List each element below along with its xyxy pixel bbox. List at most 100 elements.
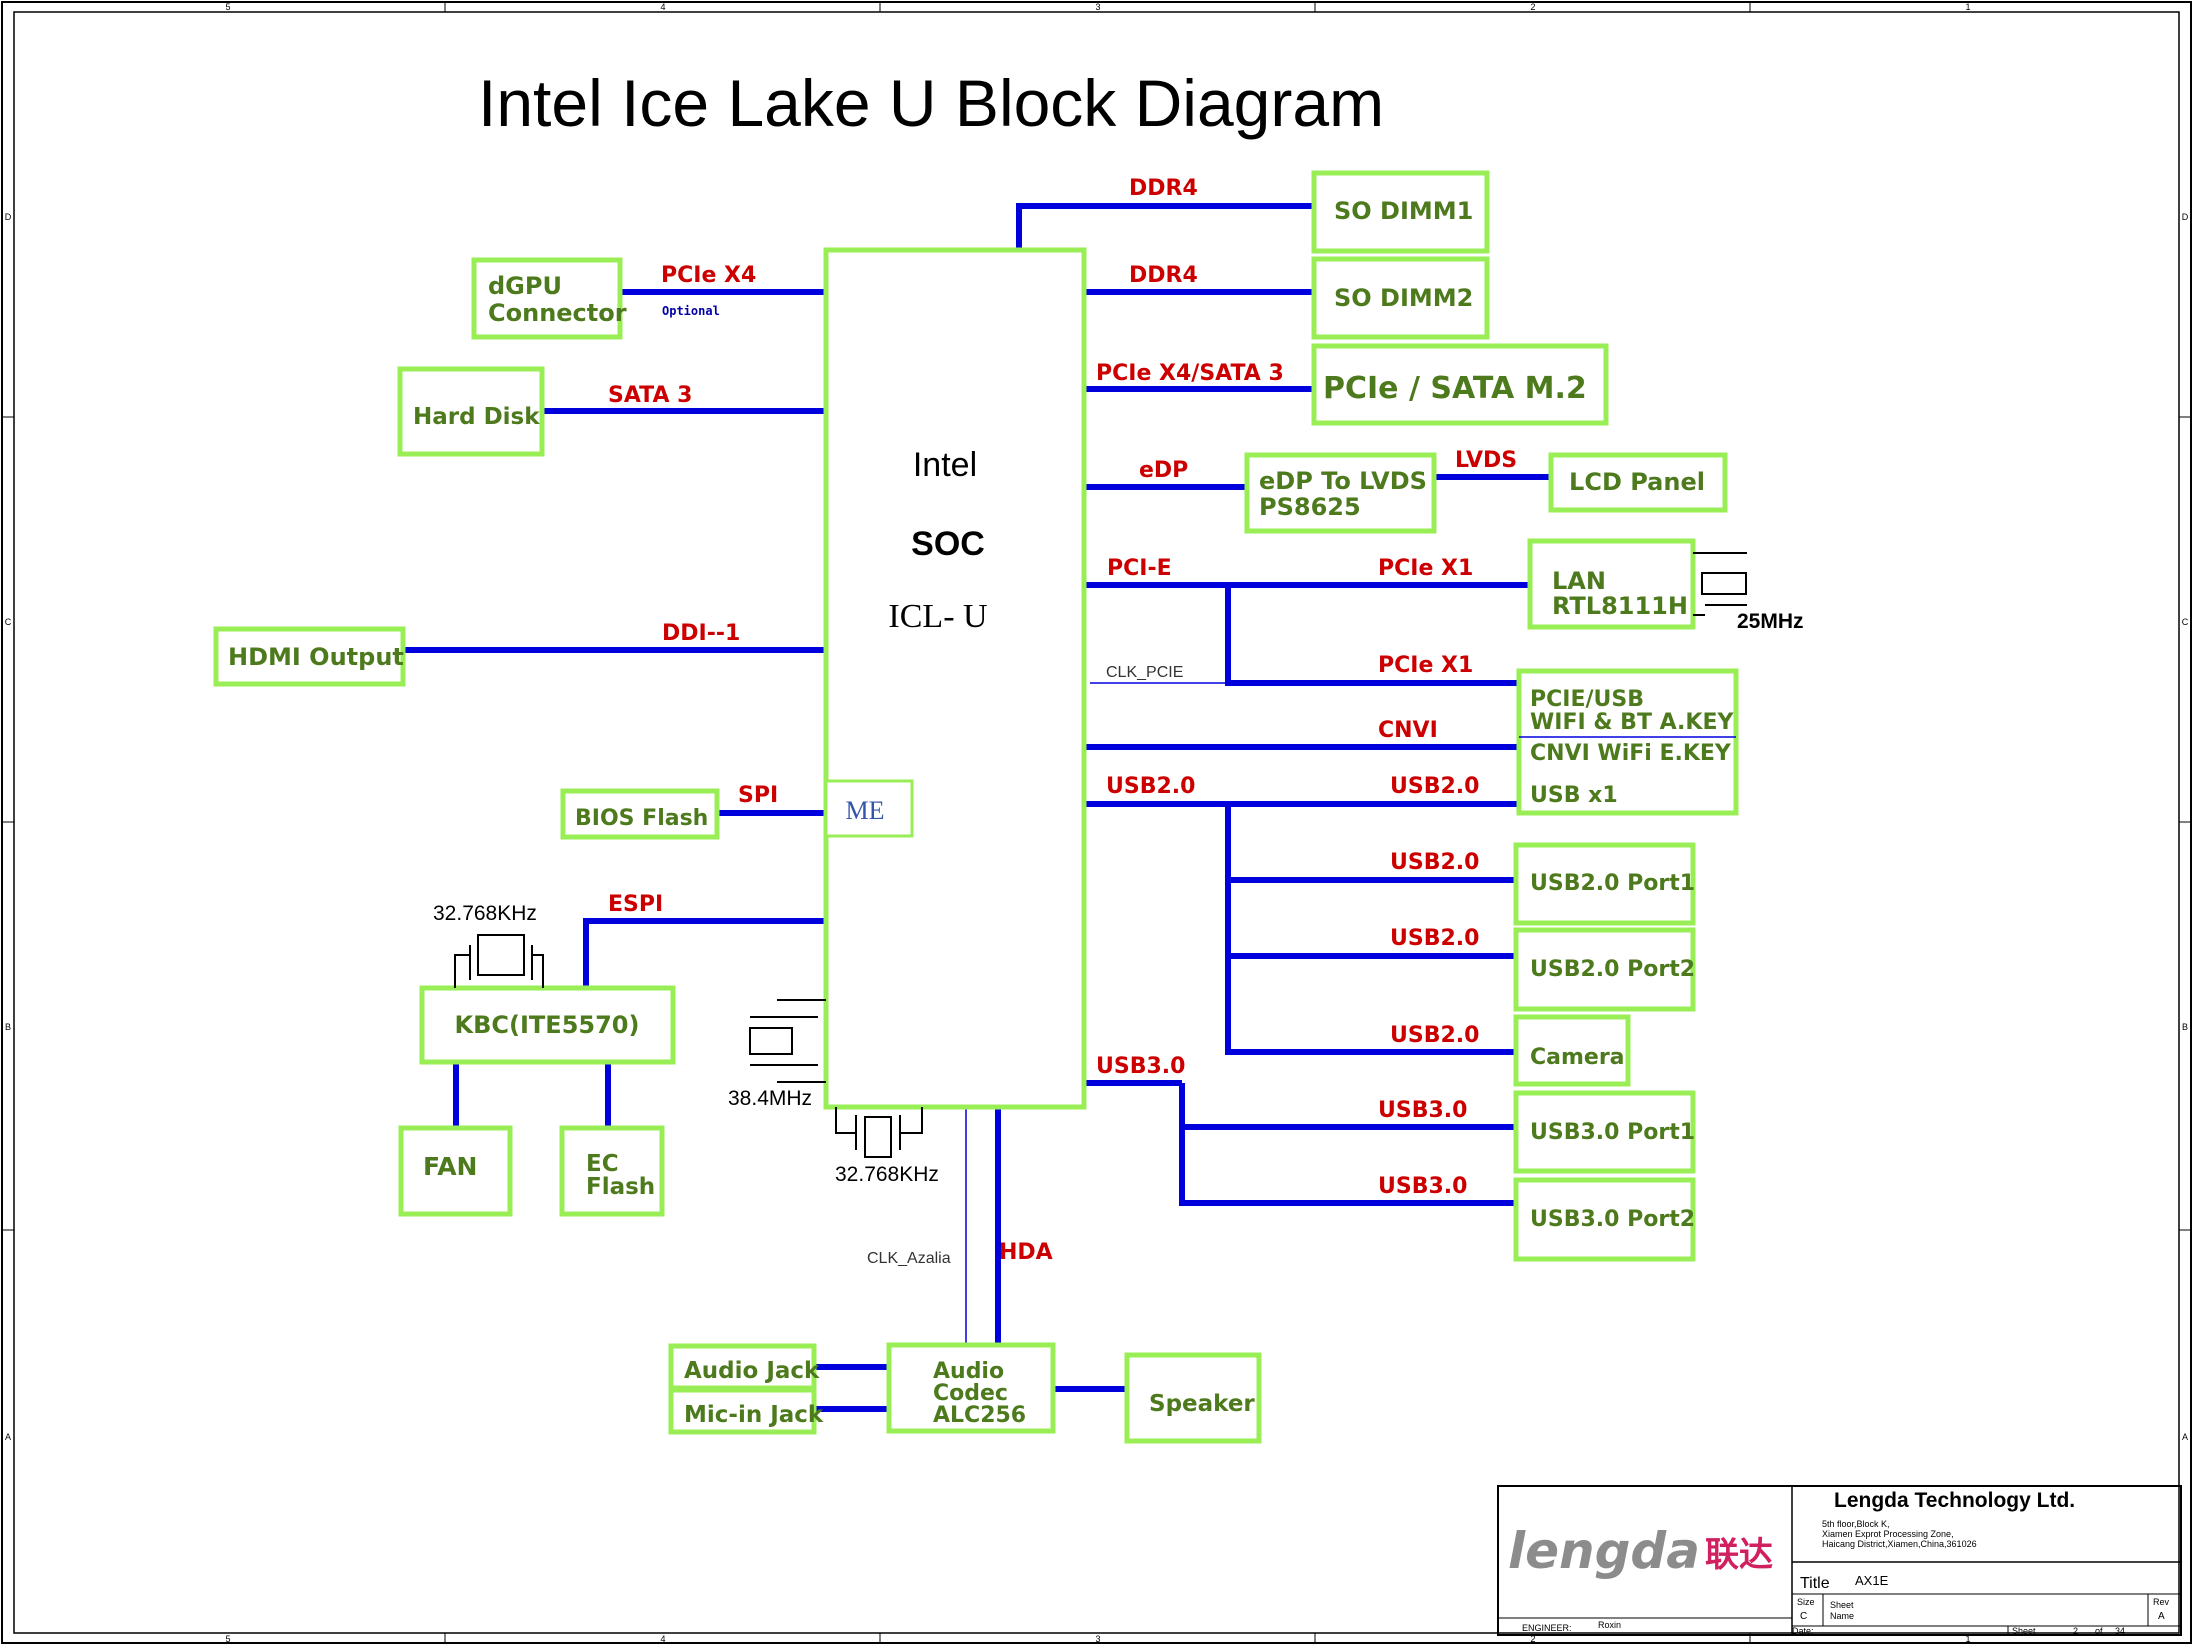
sig-lvds: LVDS <box>1455 448 1517 473</box>
bios-flash-block[interactable] <box>560 788 720 840</box>
row-label-left-b: B <box>5 1022 11 1032</box>
col-label-top-1: 1 <box>1965 2 1970 12</box>
so-dimm1-block[interactable] <box>1311 170 1490 254</box>
usb3-trunk <box>1179 1083 1515 1206</box>
lengda-logo-cjk: 联达 <box>1705 1535 1773 1575</box>
sig-usb2-main: USB2.0 <box>1106 774 1195 799</box>
sig-pcie-sata: PCIe X4/SATA 3 <box>1096 361 1284 386</box>
m2-slot-block[interactable] <box>1311 343 1609 426</box>
col-label-top-3: 3 <box>1095 2 1100 12</box>
lan-label-line1: LAN <box>1552 567 1606 595</box>
lcd-panel-block[interactable] <box>1548 452 1728 513</box>
row-label-right-a: A <box>2182 1432 2188 1442</box>
rev-label: Rev <box>2153 1597 2170 1607</box>
lan-crystal <box>1693 552 1747 616</box>
camera-label: Camera <box>1530 1045 1625 1070</box>
sig-clk-pcie: CLK_PCIE <box>1106 664 1183 681</box>
wifi-label-akey: WIFI & BT A.KEY <box>1530 710 1734 735</box>
sig-pcie-x1-wifi: PCIe X1 <box>1378 653 1473 678</box>
col-label-bottom-2: 2 <box>1530 1634 1535 1644</box>
sig-usb3-port2: USB3.0 <box>1378 1174 1467 1199</box>
dgpu-label-line2: Connector <box>488 299 627 327</box>
col-label-top-5: 5 <box>225 2 230 12</box>
lan-block[interactable] <box>1527 538 1696 630</box>
sig-pcie-x4: PCIe X4 <box>661 263 756 288</box>
diagram-title: Intel Ice Lake U Block Diagram <box>478 66 1384 140</box>
hdmi-output-block[interactable] <box>213 626 406 687</box>
sig-hda: HDA <box>999 1240 1053 1265</box>
row-label-left-a: A <box>5 1432 11 1442</box>
address-line1: 5th floor,Block K, <box>1822 1519 1890 1529</box>
sig-optional: Optional <box>662 304 720 318</box>
title-block <box>1497 1485 2182 1636</box>
usb2-port1-label: USB2.0 Port1 <box>1530 871 1695 896</box>
sheet-name-label-line2: Name <box>1830 1611 1854 1621</box>
edp-lvds-block[interactable] <box>1244 452 1437 534</box>
sig-ddi1: DDI--1 <box>662 621 740 646</box>
sheet-name-label-line1: Sheet <box>1830 1600 1854 1610</box>
soc-block[interactable] <box>823 247 1087 1110</box>
edp-lvds-label-line2: PS8625 <box>1259 493 1361 521</box>
sheet-of-label: of <box>2095 1626 2103 1636</box>
dgpu-connector-block[interactable] <box>471 257 623 340</box>
m2-slot-label: PCIe / SATA M.2 <box>1323 371 1587 406</box>
col-label-bottom-1: 1 <box>1965 1634 1970 1644</box>
me-block[interactable] <box>824 779 914 838</box>
usb2-trunk <box>1225 804 1515 1055</box>
sig-cnvi: CNVI <box>1378 718 1438 743</box>
usb2-port2-block[interactable] <box>1513 927 1696 1012</box>
speaker-block[interactable] <box>1124 1352 1262 1444</box>
mic-in-jack-block[interactable] <box>668 1387 817 1435</box>
ddr4-bus-1 <box>1016 203 1314 250</box>
so-dimm2-block[interactable] <box>1311 256 1490 340</box>
sig-pcie-x1-lan: PCIe X1 <box>1378 556 1473 581</box>
kbc-block[interactable] <box>419 985 676 1065</box>
audio-codec-block[interactable] <box>886 1342 1056 1434</box>
soc-crystal-left <box>749 999 826 1083</box>
title-field-value: AX1E <box>1855 1573 1889 1588</box>
sig-pci-e: PCI-E <box>1107 556 1172 581</box>
espi-bus <box>583 918 824 988</box>
lengda-logo-text: lengda <box>1508 1522 1700 1580</box>
signal-labels: PCIe X4 Optional SATA 3 DDI--1 SPI ESPI … <box>608 176 1517 1267</box>
col-label-top-2: 2 <box>1530 2 1535 12</box>
soc-type-label: SOC <box>911 525 985 563</box>
soc-vendor-label: Intel <box>913 446 977 484</box>
kbc-crystal-freq: 32.768KHz <box>433 902 537 925</box>
kbc-label: KBC(ITE5570) <box>455 1011 640 1039</box>
lcd-panel-label: LCD Panel <box>1569 468 1705 496</box>
kbc-crystal <box>454 934 544 988</box>
audio-codec-label-line1: Audio <box>933 1359 1004 1384</box>
dgpu-label-line1: dGPU <box>488 272 562 300</box>
usb3-port1-block[interactable] <box>1513 1090 1696 1174</box>
pcie-wifi-bus <box>1225 585 1520 686</box>
sig-clk-azalia: CLK_Azalia <box>867 1250 951 1267</box>
sheet-label: Sheet <box>2012 1626 2036 1636</box>
title-field-label: Title <box>1800 1575 1830 1592</box>
usb2-port1-block[interactable] <box>1513 842 1696 926</box>
fan-block[interactable] <box>398 1125 513 1217</box>
wifi-slot-block[interactable] <box>1516 668 1739 816</box>
wifi-label-ekey: CNVI WiFi E.KEY <box>1530 741 1732 766</box>
sig-sata3: SATA 3 <box>608 383 692 408</box>
mic-in-jack-label: Mic-in Jack <box>684 1402 824 1428</box>
wifi-label-pcie-usb: PCIE/USB <box>1530 687 1644 712</box>
hard-disk-block[interactable] <box>397 366 545 457</box>
sig-espi: ESPI <box>608 892 663 917</box>
ec-flash-block[interactable] <box>559 1125 665 1217</box>
soc-crystal-bottom <box>835 1107 923 1158</box>
wifi-label-usb: USB x1 <box>1530 783 1618 808</box>
usb3-port2-block[interactable] <box>1513 1177 1696 1262</box>
camera-block[interactable] <box>1513 1014 1631 1087</box>
rev-value: A <box>2158 1611 2165 1622</box>
fan-label: FAN <box>423 1152 477 1181</box>
size-value: C <box>1800 1611 1807 1622</box>
audio-jack-block[interactable] <box>668 1343 817 1391</box>
so-dimm2-label: SO DIMM2 <box>1334 284 1473 312</box>
lan-crystal-freq: 25MHz <box>1737 610 1804 633</box>
soc-crystal-bottom-freq: 32.768KHz <box>835 1163 939 1186</box>
audio-codec-label-line3: ALC256 <box>933 1403 1026 1428</box>
row-label-right-b: B <box>2182 1022 2188 1032</box>
usb3-port2-label: USB3.0 Port2 <box>1530 1207 1695 1232</box>
